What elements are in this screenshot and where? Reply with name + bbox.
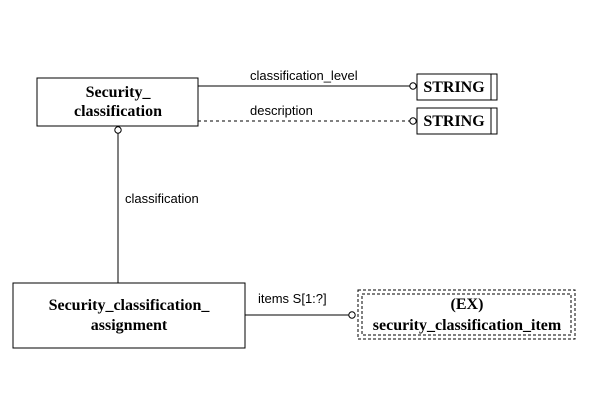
security-classification-assignment-label-line1: Security_classification_	[49, 297, 211, 314]
string-type-2: STRING	[416, 107, 498, 135]
description-label: description	[250, 103, 313, 118]
string-type-1-label: STRING	[423, 79, 485, 96]
string-type-1: STRING	[416, 73, 498, 101]
string-type-2-box	[416, 107, 498, 135]
classification-level-label: classification_level	[250, 68, 358, 83]
classification-end-circle	[114, 126, 122, 134]
classification-label: classification	[125, 191, 199, 206]
security-classification-assignment-box	[12, 282, 246, 349]
security-classification-item-entity: (EX) security_classification_item	[357, 289, 576, 340]
security-classification-label-line1: Security_	[86, 84, 152, 101]
security-classification-item-label-line2: security_classification_item	[373, 317, 562, 334]
items-end-circle	[348, 311, 356, 319]
items-relation: items S[1:?]	[245, 291, 356, 319]
security-classification-assignment-entity: Security_classification_ assignment	[12, 282, 246, 349]
classification-level-relation: classification_level	[198, 68, 417, 90]
description-end-circle	[409, 117, 417, 125]
security-classification-box	[36, 77, 199, 127]
description-relation: description	[198, 103, 417, 125]
security-classification-item-label-line1: (EX)	[451, 296, 484, 313]
items-label: items S[1:?]	[258, 291, 327, 306]
security-classification-entity: Security_ classification	[36, 77, 199, 127]
security-classification-assignment-label-line2: assignment	[91, 317, 168, 334]
security-classification-item-box-outer	[357, 289, 576, 340]
string-type-1-box	[416, 73, 498, 101]
security-classification-label-line2: classification	[74, 103, 162, 120]
classification-level-end-circle	[409, 82, 417, 90]
classification-relation: classification	[114, 126, 199, 283]
string-type-2-label: STRING	[423, 113, 485, 130]
